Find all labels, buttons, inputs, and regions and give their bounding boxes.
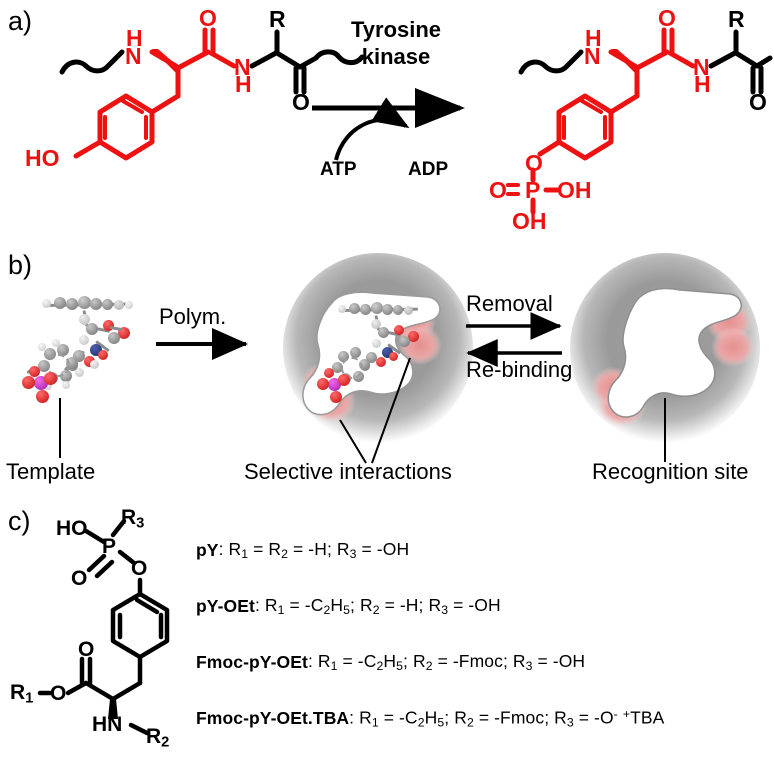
atom-label-carbonyl-o-left: O bbox=[199, 5, 217, 31]
template-molecule-3d bbox=[22, 282, 156, 403]
atom-label-phosphorus: P bbox=[525, 177, 541, 203]
compound-legend-list: pY : R1 = R2 = -H; R3 = -OH pY-OEt : R1 … bbox=[196, 522, 774, 746]
atom-label-phosphate-oh-bottom: OH bbox=[512, 208, 547, 234]
panelc-label-r1: R1 bbox=[10, 681, 34, 707]
atom-label-amide-h-right-right: H bbox=[694, 71, 711, 97]
polymerization-label: Polym. bbox=[159, 304, 227, 329]
selective-interactions-label: Selective interactions bbox=[244, 459, 452, 484]
panelc-label-r2: R2 bbox=[146, 725, 170, 751]
panel-a-letter: a) bbox=[8, 6, 33, 36]
legend-compound-definition: : R1 = -C2H5; R2 = -Fmoc; R3 = -OH bbox=[307, 650, 586, 674]
cofactor-adp-label: ADP bbox=[408, 159, 449, 180]
atom-label-amide-n-top-right: N bbox=[584, 43, 601, 69]
legend-row: Fmoc-pY-OEt.TBA : R1 = -C2H5; R2 = -Fmoc… bbox=[196, 690, 774, 746]
template-label: Template bbox=[6, 459, 96, 484]
legend-row: pY-OEt : R1 = -C2H5; R2 = -H; R3 = -OH bbox=[196, 578, 774, 634]
legend-compound-definition: : R1 = -C2H5; R2 = -Fmoc; R3 = -O- +TBA bbox=[349, 706, 665, 730]
panelc-label-hn: HN bbox=[92, 713, 123, 736]
legend-compound-name: Fmoc-pY-OEt.TBA bbox=[196, 707, 350, 728]
legend-compound-definition: : R1 = R2 = -H; R3 = -OH bbox=[218, 538, 410, 562]
atom-label-phosphate-double-o: O bbox=[489, 177, 507, 203]
template-molecule-3d-bound bbox=[317, 295, 440, 405]
panel-c-letter: c) bbox=[8, 506, 31, 536]
atom-label-amide-n-top-left: N bbox=[125, 43, 142, 69]
panelc-label-p: P bbox=[102, 535, 117, 558]
atom-label-phenolic-o: O bbox=[525, 150, 543, 176]
panelc-label-p-double-o: O bbox=[71, 567, 88, 590]
panelc-label-ho: HO bbox=[56, 517, 88, 540]
atom-label-amide-h-top-left: H bbox=[126, 25, 143, 51]
legend-row: Fmoc-pY-OEt : R1 = -C2H5; R2 = -Fmoc; R3… bbox=[196, 634, 774, 690]
panelc-label-r3: R3 bbox=[121, 506, 145, 532]
atom-label-phosphate-oh-right: OH bbox=[557, 177, 592, 203]
legend-compound-name: pY bbox=[196, 539, 219, 560]
atom-label-amide-n-right-left: N bbox=[234, 54, 251, 80]
atom-label-amide-h-right-left: H bbox=[235, 71, 252, 97]
legend-compound-definition: : R1 = -C2H5; R2 = -H; R3 = -OH bbox=[254, 594, 501, 618]
panel-b-letter: b) bbox=[8, 250, 33, 280]
polymer-sphere-right bbox=[570, 253, 760, 462]
atom-label-carbonyl-o-right: O bbox=[658, 5, 676, 31]
legend-row: pY : R1 = R2 = -H; R3 = -OH bbox=[196, 522, 774, 578]
atom-label-amide-n-right-right: N bbox=[693, 54, 710, 80]
atom-label-side-chain-r-left: R bbox=[269, 6, 286, 32]
panelc-label-ester-o: O bbox=[50, 682, 67, 705]
legend-compound-name: pY-OEt bbox=[196, 595, 255, 616]
panelc-label-ester-o-aryl: O bbox=[131, 557, 148, 580]
cofactor-atp-label: ATP bbox=[320, 159, 357, 180]
rebinding-label: Re-binding bbox=[466, 357, 573, 382]
atom-label-ketone-o-left: O bbox=[292, 89, 310, 115]
atom-label-amide-h-top-right: H bbox=[585, 25, 602, 51]
legend-compound-name: Fmoc-pY-OEt bbox=[196, 651, 308, 672]
panelc-label-carbonyl-o: O bbox=[78, 638, 95, 661]
removal-label: Removal bbox=[466, 291, 553, 316]
recognition-site-label: Recognition site bbox=[592, 459, 749, 484]
enzyme-name-line1: Tyrosine bbox=[350, 17, 442, 42]
atom-label-phenol-ho: HO bbox=[25, 145, 60, 171]
atom-label-ketone-o-right: O bbox=[749, 89, 767, 115]
atom-label-side-chain-r-right: R bbox=[728, 6, 745, 32]
enzyme-name-line2: kinase bbox=[361, 44, 431, 69]
